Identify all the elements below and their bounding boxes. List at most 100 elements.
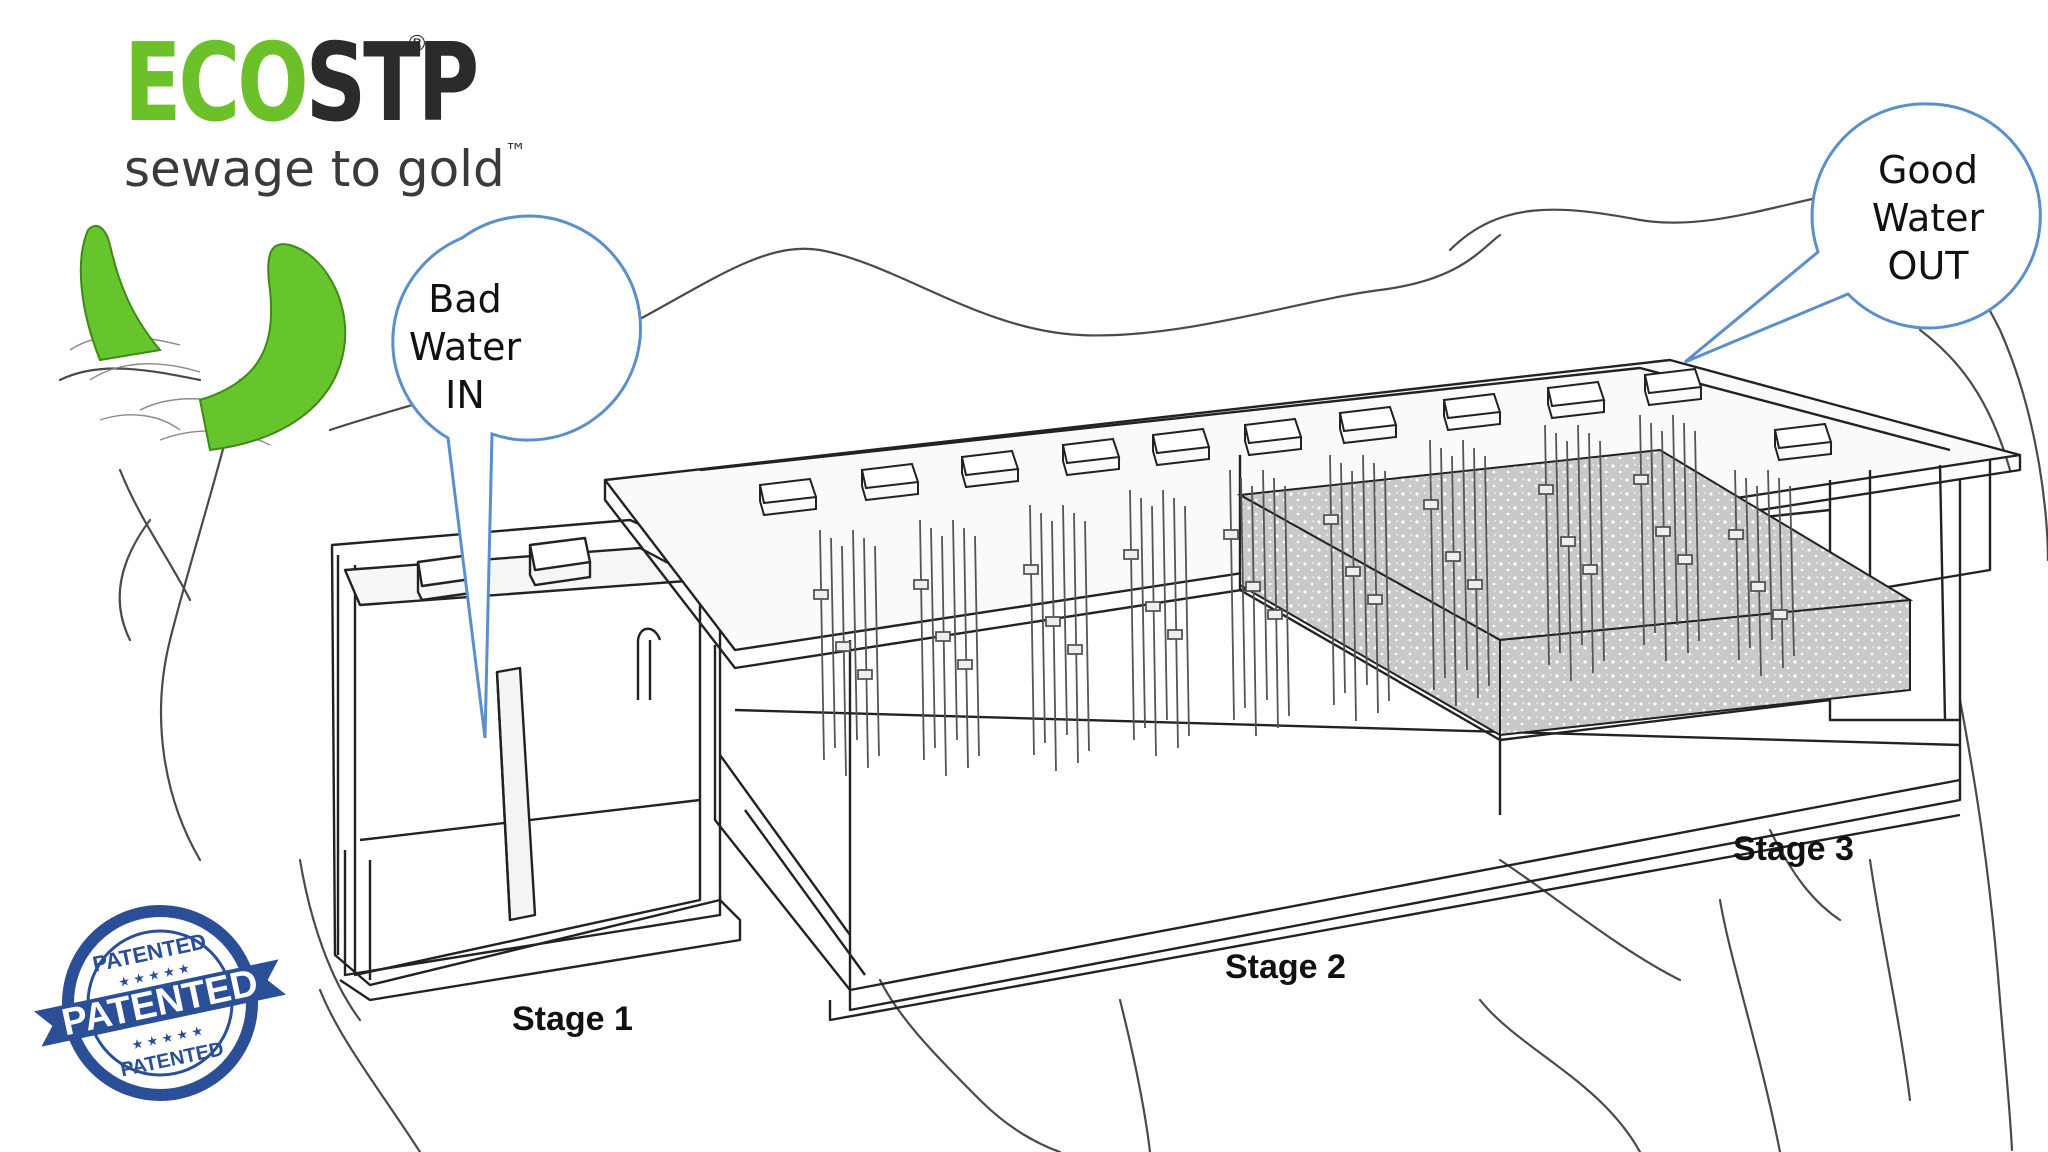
diffuser-tube <box>1588 432 1594 674</box>
diffuser-tube <box>819 529 825 761</box>
tube-connector <box>1538 484 1554 495</box>
outlet-callout-text: Good Water OUT <box>1848 146 2008 290</box>
diffuser-tube <box>974 535 980 757</box>
diffuser-tube <box>1284 485 1290 717</box>
logo-wordmark: ECOSTP <box>124 30 479 138</box>
diffuser-tube <box>1262 469 1268 701</box>
diffuser-tube <box>1484 455 1490 687</box>
diffuser-tube <box>1566 440 1572 682</box>
tube-connector <box>1145 601 1161 612</box>
diffuser-tube <box>1683 422 1689 654</box>
diffuser-tube <box>1440 447 1446 679</box>
tube-connector <box>1323 514 1339 525</box>
inlet-line3: IN <box>445 373 485 417</box>
ecostp-logo: ECOSTP ® <box>124 30 575 138</box>
diffuser-tube <box>1229 469 1235 721</box>
diffuser-tube <box>1140 497 1146 729</box>
stage1-tank <box>330 518 742 1002</box>
diffuser-tube <box>1184 505 1190 737</box>
tube-connector <box>1167 629 1183 640</box>
left-horn <box>79 224 162 362</box>
tube-connector <box>1223 529 1239 540</box>
diffuser-tube <box>1451 455 1457 707</box>
diffuser-tube <box>1173 497 1179 749</box>
lid-box-side <box>759 485 817 517</box>
diffuser-tube <box>1555 432 1561 654</box>
lid-box-side <box>1774 430 1832 462</box>
tube-connector <box>1045 616 1061 627</box>
tube-connector <box>1750 581 1766 592</box>
media-bed <box>1236 448 1914 737</box>
inlet-callout-text: Bad Water IN <box>385 275 545 419</box>
patented-stamp: PATENTED PATENTED PATENTED ★ ★ ★ ★ ★ ★ ★… <box>33 905 287 1101</box>
lid-box-side <box>1152 435 1210 467</box>
diffuser-tube <box>1129 489 1135 741</box>
tube-connector <box>1728 529 1744 540</box>
tube-connector <box>1067 644 1083 655</box>
diffuser-tube <box>1151 505 1157 757</box>
diffuser-tube <box>1639 414 1645 646</box>
tube-connector <box>1582 564 1598 575</box>
diffuser-tube <box>1373 462 1379 714</box>
diffuser-tube <box>1351 470 1357 722</box>
diffuser-tube <box>963 527 969 769</box>
lid-box-side <box>961 457 1019 489</box>
tube-connector <box>1677 554 1693 565</box>
inlet-callout <box>391 214 642 739</box>
tube-connector <box>1123 549 1139 560</box>
tube-connector <box>1267 609 1283 620</box>
trademark-mark: ™ <box>504 140 527 165</box>
diffuser-tube <box>1661 430 1667 662</box>
tagline: sewage to gold™ <box>124 140 527 198</box>
tube-connector <box>1445 551 1461 562</box>
cow-sketch <box>58 192 2048 1152</box>
right-horn <box>198 243 347 452</box>
diffuser-tube <box>1384 470 1390 702</box>
diffuser-tube <box>1789 485 1795 657</box>
diffuser-tube <box>1745 477 1751 649</box>
diffuser-tube <box>874 545 880 757</box>
diffuser-tube <box>1273 477 1279 729</box>
inspection-boxes <box>758 367 1833 517</box>
tube-connector <box>913 579 929 590</box>
diffuser-tube <box>1778 477 1784 669</box>
outlet-line1: Good <box>1877 148 1979 192</box>
diffuser-tube <box>1544 424 1550 666</box>
diffuser-tube <box>1240 477 1246 709</box>
tube-connector <box>857 669 873 680</box>
lid-box-side <box>1339 413 1397 445</box>
lid-box-side <box>861 470 919 502</box>
tube-connector <box>1023 564 1039 575</box>
diffuser-tube <box>941 535 947 777</box>
diffuser-tube <box>1162 489 1168 721</box>
lid-box-side <box>1547 388 1605 420</box>
diffuser-tube <box>1329 454 1335 706</box>
logo-eco: ECO <box>124 21 309 146</box>
tube-connector <box>1245 581 1261 592</box>
diffuser-tube <box>1040 512 1046 744</box>
diffuser-tube <box>863 537 869 769</box>
tube-connector <box>1772 609 1788 620</box>
diffuser-tube <box>930 527 936 749</box>
diffuser-tubes <box>813 414 1795 777</box>
diffuser-tube <box>830 537 836 749</box>
diffuser-tube <box>1650 422 1656 634</box>
registered-mark: ® <box>406 32 428 57</box>
tube-connector <box>1560 536 1576 547</box>
lid-box-side <box>1644 375 1702 407</box>
diffuser-tube <box>1694 430 1700 642</box>
diffuser-tube <box>1767 469 1773 641</box>
tube-connector <box>835 641 851 652</box>
stage2-label: Stage 2 <box>1225 948 1346 986</box>
outlet-callout <box>1684 102 2042 364</box>
diffuser-tube <box>919 519 925 761</box>
diffuser-tube <box>1462 439 1468 671</box>
outlet-line3: OUT <box>1887 244 1969 288</box>
diffuser-tube <box>841 545 847 777</box>
diffuser-tube <box>1756 485 1762 677</box>
stage1-label: Stage 1 <box>512 1000 633 1038</box>
diffuser-tube <box>1251 485 1257 737</box>
diffuser-tube <box>1062 504 1068 736</box>
diffuser-tube <box>1029 504 1035 756</box>
